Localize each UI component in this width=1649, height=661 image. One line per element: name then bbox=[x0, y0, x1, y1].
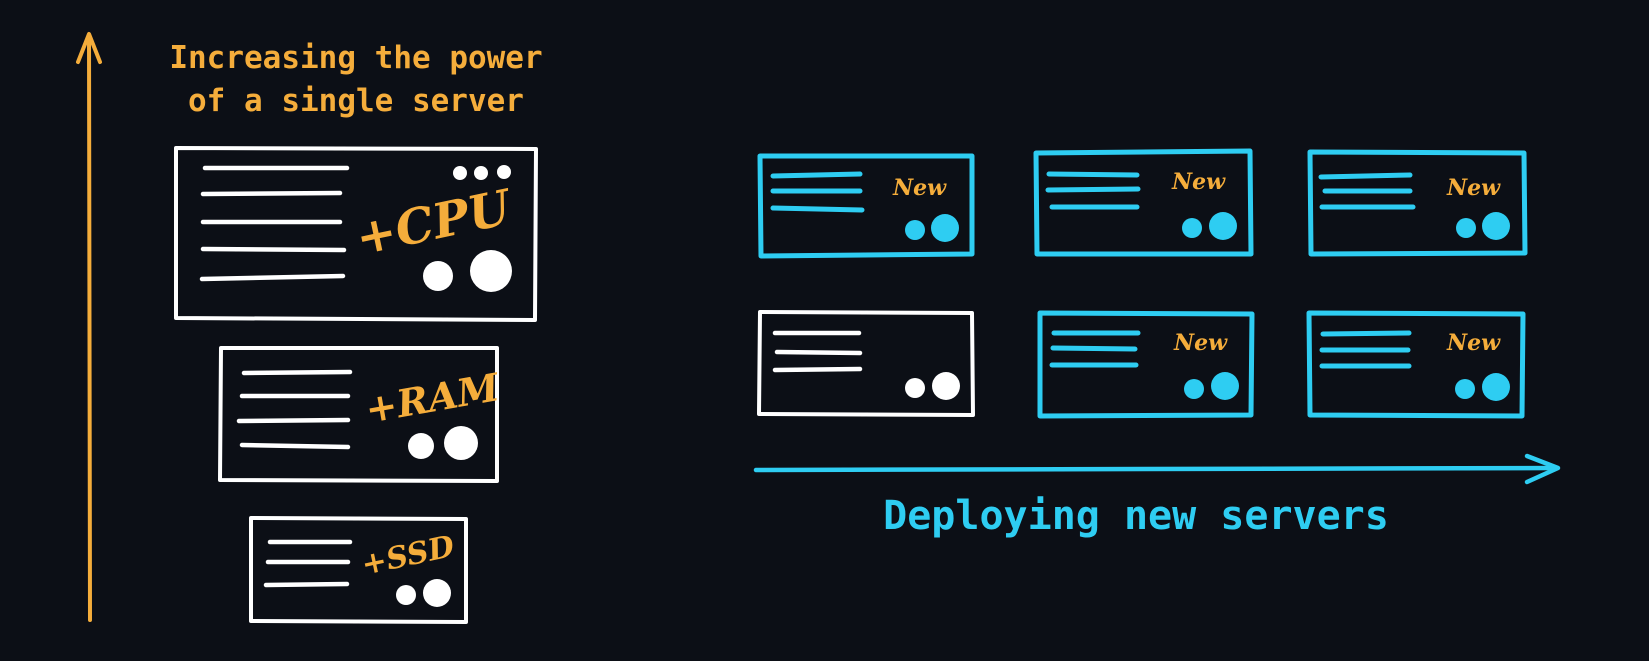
existing-server bbox=[757, 310, 975, 417]
horizontal-scaling-title: Deploying new servers bbox=[883, 493, 1389, 539]
horizontal-scaling-arrow bbox=[753, 453, 1561, 485]
server-ssd: +SSD bbox=[249, 516, 468, 624]
new-badge: New bbox=[1446, 330, 1501, 356]
new-server-3: New bbox=[1307, 149, 1528, 257]
new-server-1: New bbox=[757, 153, 975, 259]
new-badge: New bbox=[892, 175, 947, 201]
server-ram: +RAM bbox=[218, 346, 504, 483]
new-server-5: New bbox=[1306, 310, 1526, 419]
server-cpu: +CPU bbox=[174, 146, 538, 322]
server-ssd-label: +SSD bbox=[358, 529, 457, 583]
vertical-scaling-arrow bbox=[76, 32, 102, 622]
new-badge: New bbox=[1446, 175, 1501, 201]
new-badge: New bbox=[1171, 169, 1226, 195]
new-badge: New bbox=[1173, 330, 1228, 356]
vertical-scaling-title-line-2: of a single server bbox=[188, 83, 524, 119]
new-server-2: New bbox=[1033, 148, 1254, 257]
server-ram-label: +RAM bbox=[362, 364, 504, 432]
vertical-scaling-title-line-1: Increasing the power bbox=[169, 40, 542, 76]
new-server-4: New bbox=[1037, 310, 1255, 419]
